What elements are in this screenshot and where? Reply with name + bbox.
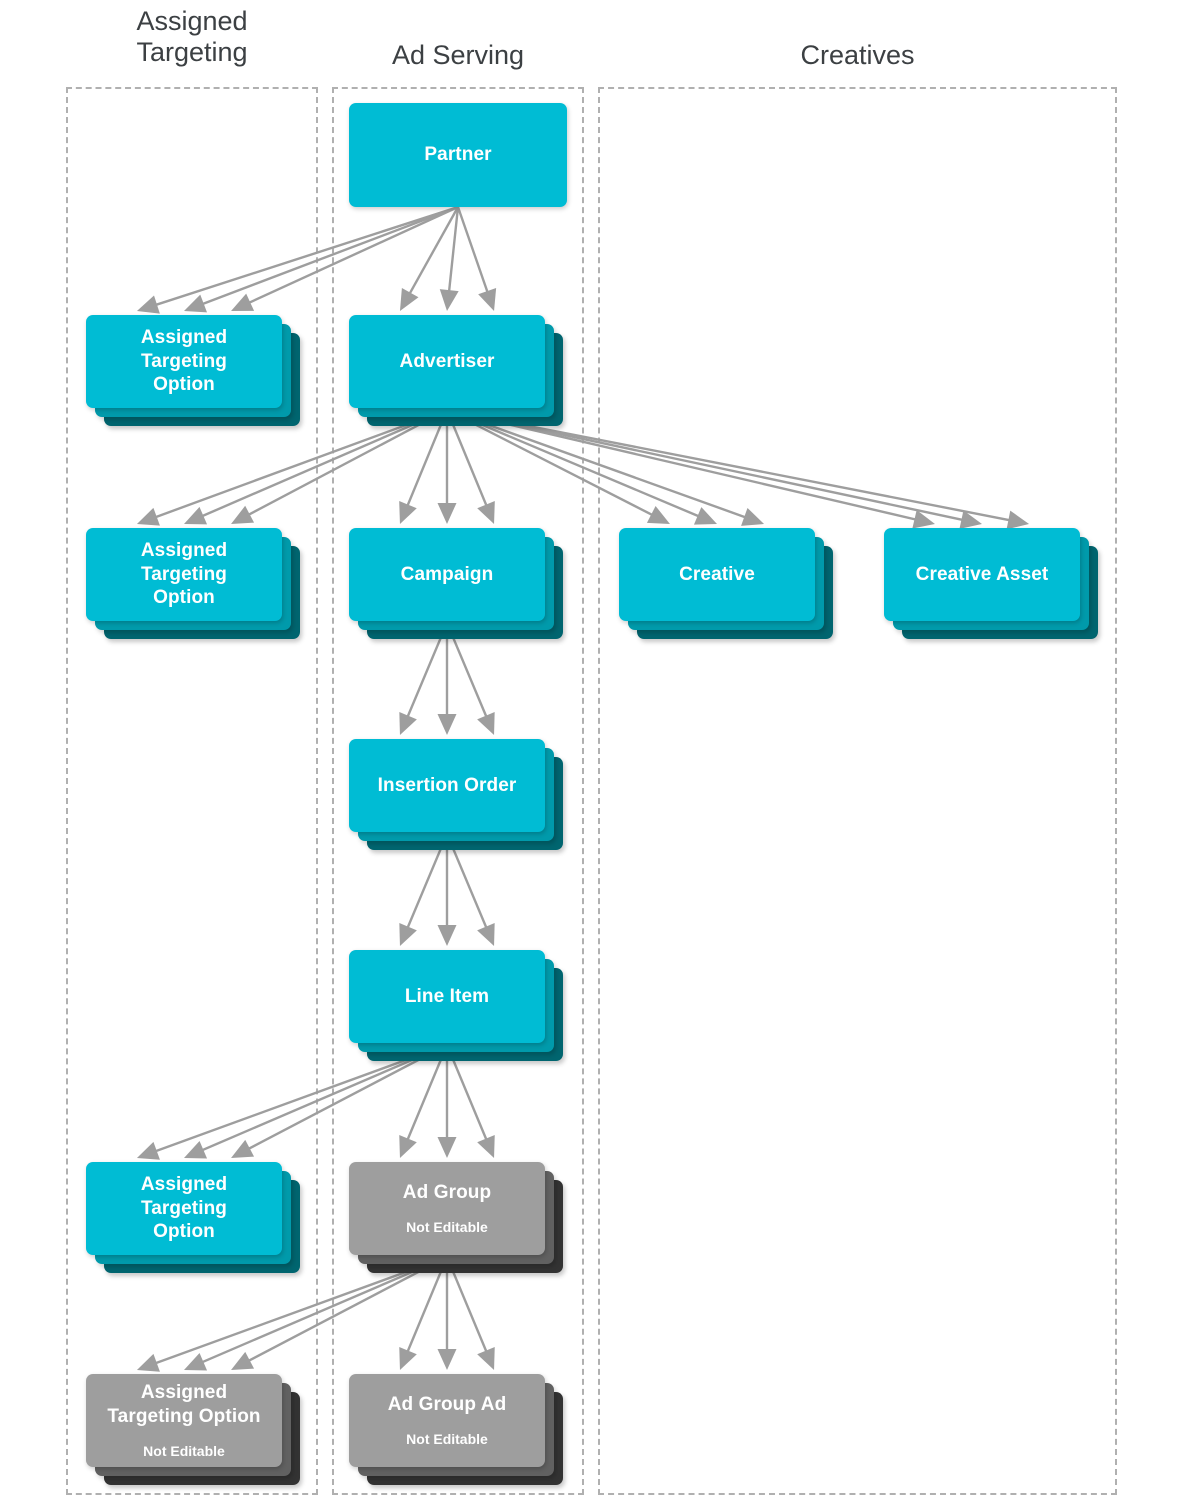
node-face[interactable]: Line Item [349,950,545,1043]
node-subtitle-not-editable: Not Editable [406,1430,488,1447]
node-subtitle-not-editable: Not Editable [406,1218,488,1235]
node-face[interactable]: Insertion Order [349,739,545,832]
node-title: Partner [424,144,492,166]
node-title: Assigned Targeting Option [140,539,228,609]
column-region-creatives [598,87,1117,1495]
node-title: Assigned Targeting Option [140,326,228,396]
column-header-assigned-targeting: Assigned Targeting [136,6,248,68]
node-title: Advertiser [399,350,495,372]
node-title: Ad Group Ad [387,1394,507,1416]
node-ato-advertiser[interactable]: Assigned Targeting Option [86,528,300,639]
column-header-ad-serving: Ad Serving [391,40,525,70]
node-title: Campaign [400,563,494,585]
column-region-ad-serving [332,87,584,1495]
node-face[interactable]: Creative Asset [884,528,1080,621]
node-face[interactable]: Advertiser [349,315,545,408]
node-face[interactable]: Partner [349,103,567,207]
node-title: Ad Group [402,1182,492,1204]
node-face[interactable]: Assigned Targeting Option [86,315,282,408]
column-region-assigned-targeting [66,87,318,1495]
node-ato-partner[interactable]: Assigned Targeting Option [86,315,300,426]
node-line-item[interactable]: Line Item [349,950,563,1061]
node-title: Creative Asset [915,563,1049,585]
node-title: Assigned Targeting Option [107,1382,261,1428]
node-campaign[interactable]: Campaign [349,528,563,639]
node-title: Insertion Order [377,774,517,796]
node-face[interactable]: Assigned Targeting Option [86,1162,282,1255]
node-face[interactable]: Campaign [349,528,545,621]
node-title: Line Item [404,985,490,1007]
node-face[interactable]: Assigned Targeting Option [86,528,282,621]
node-title: Assigned Targeting Option [140,1173,228,1243]
node-face[interactable]: Ad Group Ad Not Editable [349,1374,545,1467]
node-ato-line-item[interactable]: Assigned Targeting Option [86,1162,300,1273]
node-face[interactable]: Creative [619,528,815,621]
node-ad-group-ad[interactable]: Ad Group Ad Not Editable [349,1374,563,1485]
node-partner[interactable]: Partner [349,103,567,207]
node-insertion-order[interactable]: Insertion Order [349,739,563,850]
node-advertiser[interactable]: Advertiser [349,315,563,426]
node-subtitle-not-editable: Not Editable [143,1442,225,1459]
node-creative[interactable]: Creative [619,528,833,639]
column-header-creatives: Creatives [800,40,915,70]
node-title: Creative [679,563,755,585]
node-creative-asset[interactable]: Creative Asset [884,528,1098,639]
